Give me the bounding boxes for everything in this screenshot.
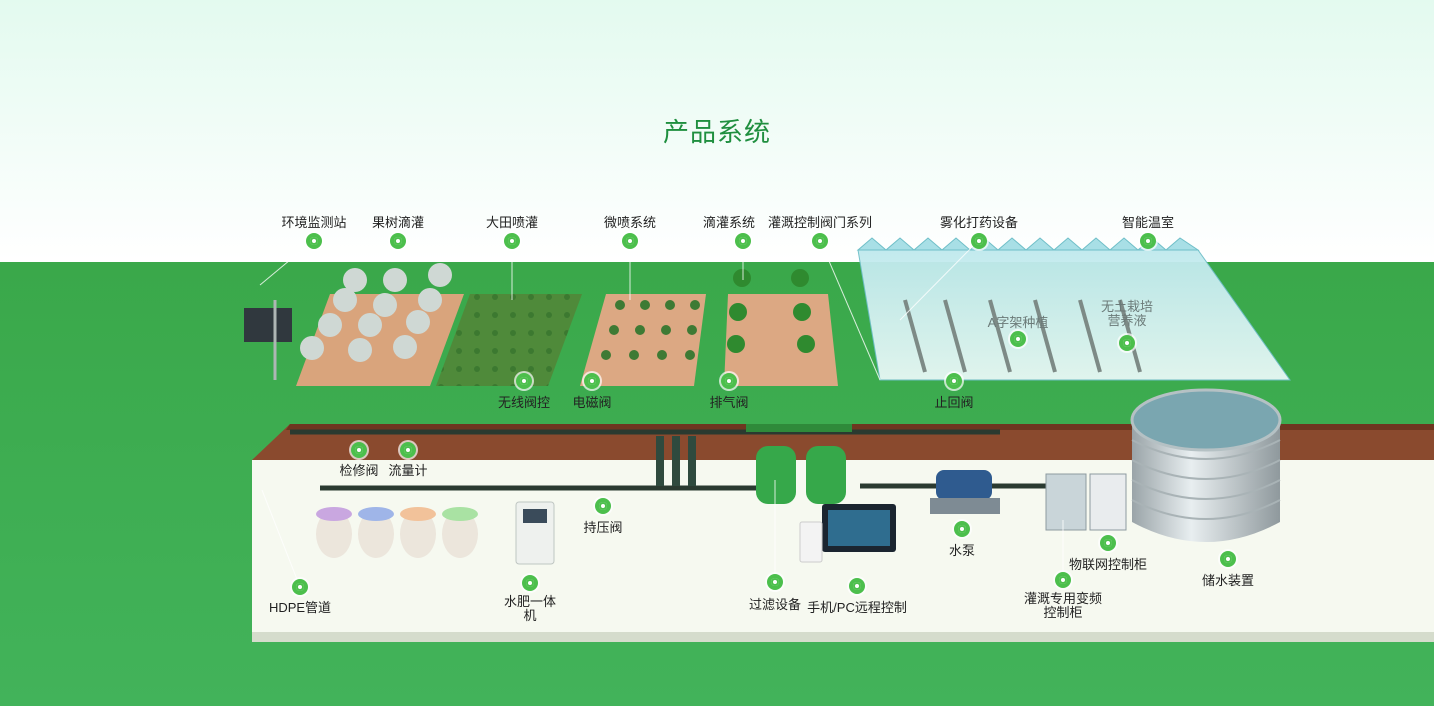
hotspot-storage[interactable] [1220,551,1236,567]
hotspot-smart-greenhouse[interactable] [1140,233,1156,249]
label-hydroponic: 无土栽培营养液 [1100,299,1153,328]
hotspot-solenoid-valve[interactable] [584,373,600,389]
label-hdpe: HDPE管道 [268,600,332,615]
hotspot-field-sprinkler[interactable] [504,233,520,249]
drip-plot [724,294,838,386]
label-flow-meter: 流量计 [388,463,428,478]
sky-background [0,0,1434,260]
hotspot-water-pump[interactable] [954,521,970,537]
section-title: 产品系统 [662,117,771,147]
hotspot-hydroponic[interactable] [1119,335,1135,351]
fertilizer-tanks [316,507,478,558]
hotspot-orchard-drip[interactable] [390,233,406,249]
hotspot-iot-cabinet[interactable] [1100,535,1116,551]
iot-cabinet [1089,473,1127,531]
vfd-cabinet [1045,473,1087,531]
label-a-frame: A字架种植 [987,315,1049,330]
label-env-station: 环境监测站 [281,215,347,230]
label-drip-system: 滴灌系统 [702,215,756,230]
filter-tanks [746,424,852,504]
label-field-sprinkler: 大田喷灌 [485,215,539,230]
label-water-pump: 水泵 [948,543,976,558]
orchard-trees [300,263,452,362]
hotspot-wireless-valve[interactable] [516,373,532,389]
label-vfd-cabinet: 灌溉专用变频控制柜 [1024,591,1103,620]
hotspot-valve-series[interactable] [812,233,828,249]
micro-spray-plants [601,300,700,360]
hotspot-drip-system[interactable] [735,233,751,249]
label-valve-series: 灌溉控制阀门系列 [767,215,873,230]
micro-spray-plot [580,294,706,386]
hotspot-hdpe[interactable] [292,579,308,595]
hotspot-exhaust-valve[interactable] [721,373,737,389]
label-pressure-valve: 持压阀 [583,520,623,535]
hotspot-remote[interactable] [849,578,865,594]
water-storage-tank [1132,420,1280,542]
label-wireless-valve: 无线阀控 [497,395,551,410]
env-monitor-board [244,308,292,342]
label-smart-greenhouse: 智能温室 [1121,215,1175,230]
hotspot-flow-meter[interactable] [400,442,416,458]
label-storage: 储水装置 [1201,573,1255,588]
hotspot-vfd-cabinet[interactable] [1055,572,1071,588]
leader-lines [259,239,1064,588]
label-service-valve: 检修阀 [339,463,379,478]
hotspot-check-valve[interactable] [946,373,962,389]
label-solenoid-valve: 电磁阀 [572,395,612,410]
hotspot-filter[interactable] [767,574,783,590]
hotspot-micro-spray[interactable] [622,233,638,249]
label-spray-equipment: 雾化打药设备 [939,215,1019,230]
label-fertigation: 水肥一体机 [503,594,556,623]
hotspot-fertigation[interactable] [522,575,538,591]
valve-stacks [656,436,696,486]
greenhouse-roof [856,237,1200,251]
label-filter: 过滤设备 [748,597,802,612]
phone-device [799,521,823,563]
label-iot-cabinet: 物联网控制柜 [1068,557,1148,572]
label-remote: 手机/PC远程控制 [807,600,907,615]
hotspot-service-valve[interactable] [351,442,367,458]
hotspot-spray-equipment[interactable] [971,233,987,249]
label-exhaust-valve: 排气阀 [709,395,749,410]
hotspot-pressure-valve[interactable] [595,498,611,514]
water-pump [936,470,992,500]
label-check-valve: 止回阀 [934,395,974,410]
label-micro-spray: 微喷系统 [603,215,657,230]
hotspot-env-station[interactable] [306,233,322,249]
label-orchard-drip: 果树滴灌 [371,215,425,230]
hotspot-a-frame[interactable] [1010,331,1026,347]
palm-trees [727,269,815,353]
